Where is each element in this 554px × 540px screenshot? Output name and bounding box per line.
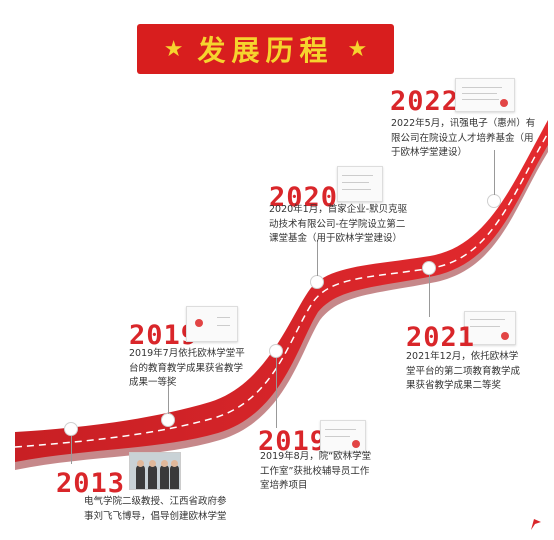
pin-2013 bbox=[71, 436, 72, 464]
pin-2022 bbox=[494, 150, 495, 195]
milestone-2020-text: 2020年1月，首家企业-默贝克驱动技术有限公司-在学院设立第二课堂基金（用于欧… bbox=[269, 204, 408, 244]
node-2019b bbox=[269, 344, 283, 358]
page-title: 发展历程 bbox=[197, 34, 334, 67]
milestone-2019-july-text: 2019年7月依托欧林学堂平台的教育教学成果获省教学成果一等奖 bbox=[129, 348, 245, 388]
pin-2019a bbox=[168, 376, 169, 414]
year-2021: 2021 bbox=[406, 322, 476, 353]
road-band bbox=[15, 120, 548, 462]
node-2022 bbox=[487, 194, 501, 208]
certificate-image-2019-aug bbox=[320, 420, 366, 452]
road-center-line bbox=[14, 132, 549, 448]
node-2013 bbox=[64, 422, 78, 436]
star-icon: ★ bbox=[163, 36, 184, 62]
year-2019-aug: 2019 bbox=[258, 426, 328, 457]
pin-2020 bbox=[317, 240, 318, 276]
flag-logo-icon bbox=[531, 519, 541, 530]
group-photo bbox=[129, 452, 181, 490]
certificate-image-2019-july bbox=[186, 306, 238, 342]
year-2013: 2013 bbox=[56, 468, 126, 499]
year-2020: 2020 bbox=[269, 182, 339, 213]
year-2019-july: 2019 bbox=[129, 320, 199, 351]
certificate-image-2022 bbox=[455, 78, 515, 112]
title-banner: ★ 发展历程 ★ bbox=[137, 24, 394, 74]
milestone-2019-aug-text: 2019年8月，院“欧林学堂工作室”获批校辅导员工作室培养项目 bbox=[260, 451, 372, 491]
node-2020 bbox=[310, 275, 324, 289]
node-2019a bbox=[161, 413, 175, 427]
road-shadow bbox=[15, 128, 548, 470]
milestone-2013-text: 电气学院二级教授、江西省政府参事刘飞飞博导，倡导创建欧林学堂 bbox=[84, 496, 227, 522]
year-2022: 2022 bbox=[390, 86, 460, 117]
certificate-image-2021 bbox=[464, 311, 516, 345]
milestone-2022-text: 2022年5月，讯强电子（惠州）有限公司在院设立人才培养基金（用于欧林学堂建设） bbox=[391, 118, 536, 158]
pin-2019b bbox=[276, 358, 277, 428]
star-icon: ★ bbox=[347, 36, 368, 62]
certificate-image-2020 bbox=[337, 166, 383, 202]
node-2021 bbox=[422, 261, 436, 275]
pin-2021 bbox=[429, 275, 430, 317]
milestone-2021-text: 2021年12月，依托欧林学堂平台的第二项教育教学成果获省教学成果二等奖 bbox=[406, 351, 521, 391]
